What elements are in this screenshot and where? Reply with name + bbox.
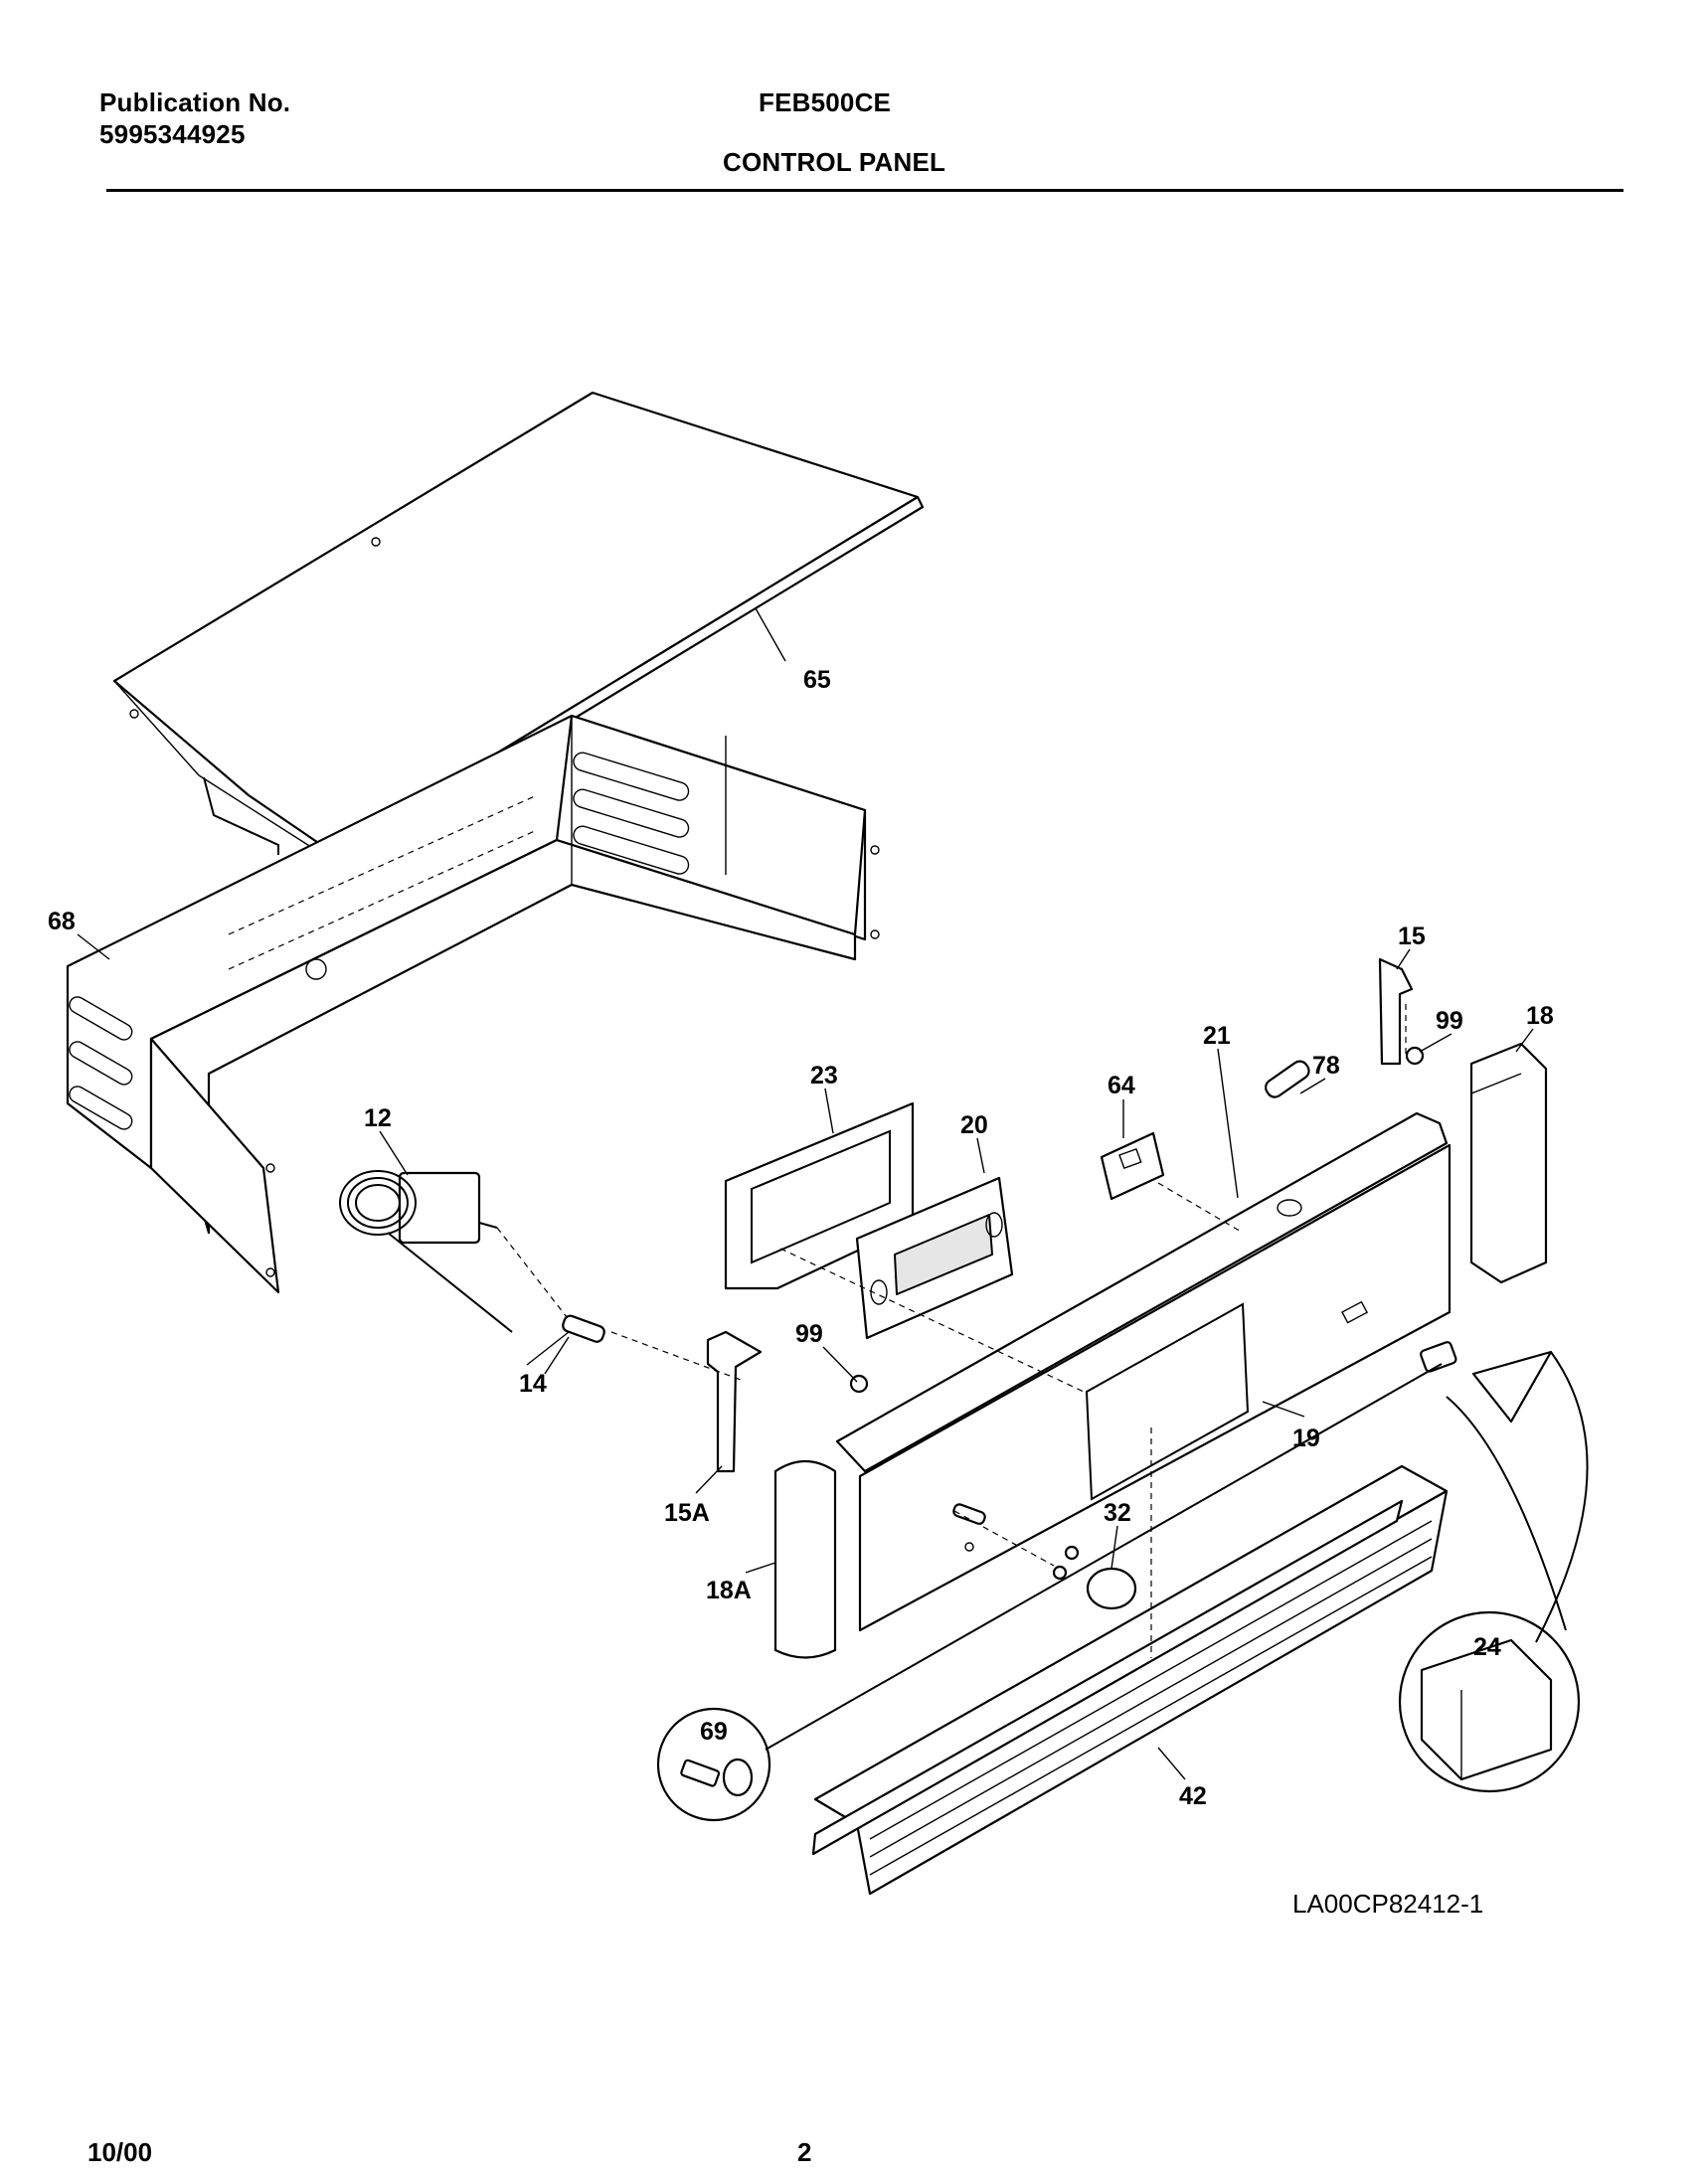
callout-99-left: 99 <box>795 1320 823 1348</box>
callout-99-right: 99 <box>1436 1007 1463 1035</box>
callout-78: 78 <box>1312 1052 1340 1080</box>
part-69-screw-detail <box>656 1363 1443 1822</box>
part-99-screws <box>849 1046 1425 1394</box>
section-title: CONTROL PANEL <box>723 147 946 177</box>
callout-23: 23 <box>810 1062 838 1090</box>
callout-20: 20 <box>960 1111 988 1139</box>
callout-numbers: 65 68 12 14 15A 18A 23 20 99 64 21 78 15… <box>48 666 1554 1810</box>
part-18a-end-cap-left <box>773 1460 837 1659</box>
callout-19: 19 <box>1292 1425 1320 1452</box>
footer-date: 10/00 <box>87 2137 153 2167</box>
callout-21: 21 <box>1203 1022 1231 1050</box>
model-number: FEB500CE <box>759 87 892 117</box>
callout-15: 15 <box>1398 922 1426 950</box>
callout-68: 68 <box>48 908 76 935</box>
callout-18: 18 <box>1526 1002 1554 1030</box>
part-20-clock-control <box>855 1176 1014 1340</box>
drawing-code: LA00CP82412-1 <box>1292 1889 1483 1919</box>
part-18-end-cap-right <box>1469 1042 1548 1284</box>
part-42-trim <box>811 1464 1449 1896</box>
assembly-lines <box>496 1004 1407 1658</box>
callout-32: 32 <box>1104 1499 1131 1527</box>
part-15a-bracket <box>706 1330 763 1473</box>
callout-12: 12 <box>364 1104 392 1132</box>
callout-15a: 15A <box>664 1499 710 1527</box>
callout-69: 69 <box>700 1718 728 1746</box>
part-24-switch <box>1420 1341 1457 1373</box>
callout-65: 65 <box>803 666 831 694</box>
part-78-shaft <box>1265 1060 1310 1098</box>
leader-lines <box>77 607 1534 1780</box>
callout-24: 24 <box>1473 1633 1501 1661</box>
callout-42: 42 <box>1179 1782 1207 1810</box>
part-68-rear-housing <box>66 714 880 1294</box>
publication-number: 5995344925 <box>99 119 246 149</box>
part-15-bracket <box>1378 957 1414 1066</box>
part-14-sensor <box>544 1314 605 1375</box>
part-19-21-control-panel <box>835 1111 1452 1632</box>
header-rule <box>106 189 1623 192</box>
part-24-switch-detail <box>1398 1350 1589 1793</box>
callout-18a: 18A <box>706 1577 752 1604</box>
part-32-knob <box>952 1503 1137 1610</box>
part-64-label <box>1100 1131 1165 1201</box>
part-12-thermostat <box>339 1170 513 1333</box>
page-number: 2 <box>797 2137 812 2167</box>
publication-label: Publication No. <box>99 87 291 117</box>
callout-64: 64 <box>1108 1072 1135 1099</box>
callout-14: 14 <box>519 1370 547 1398</box>
